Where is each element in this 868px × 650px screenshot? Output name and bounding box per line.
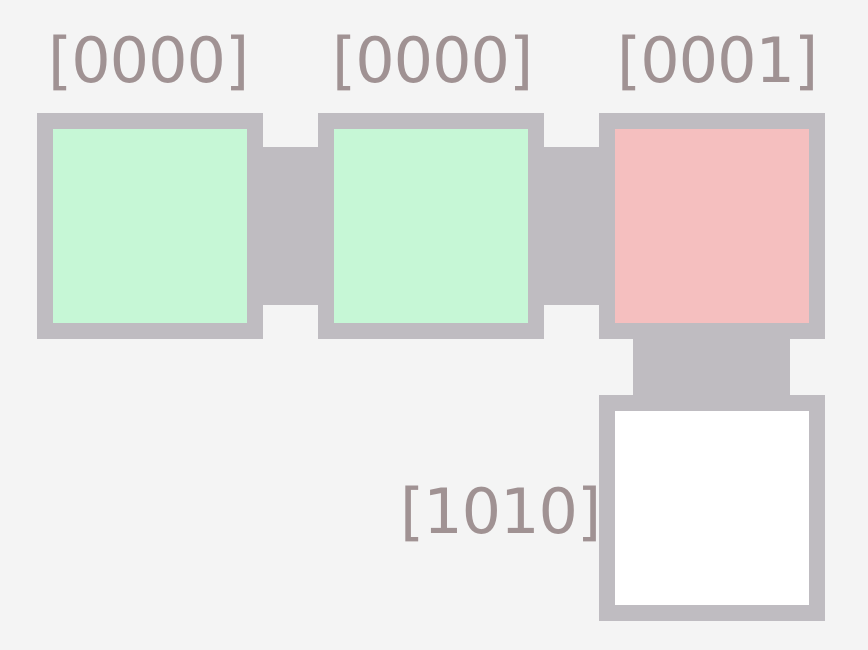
- cell-3-label: [0001]: [617, 24, 818, 97]
- cell-1: [37, 113, 263, 339]
- connector-1-2: [262, 147, 318, 305]
- connector-3-4: [633, 338, 790, 395]
- cell-4-label: [1010]: [400, 475, 601, 548]
- cell-3: [599, 113, 825, 339]
- cell-4: [599, 395, 825, 621]
- cell-1-label: [0000]: [48, 24, 249, 97]
- connector-2-3: [543, 147, 599, 305]
- cell-2-label: [0000]: [332, 24, 533, 97]
- cell-2: [318, 113, 544, 339]
